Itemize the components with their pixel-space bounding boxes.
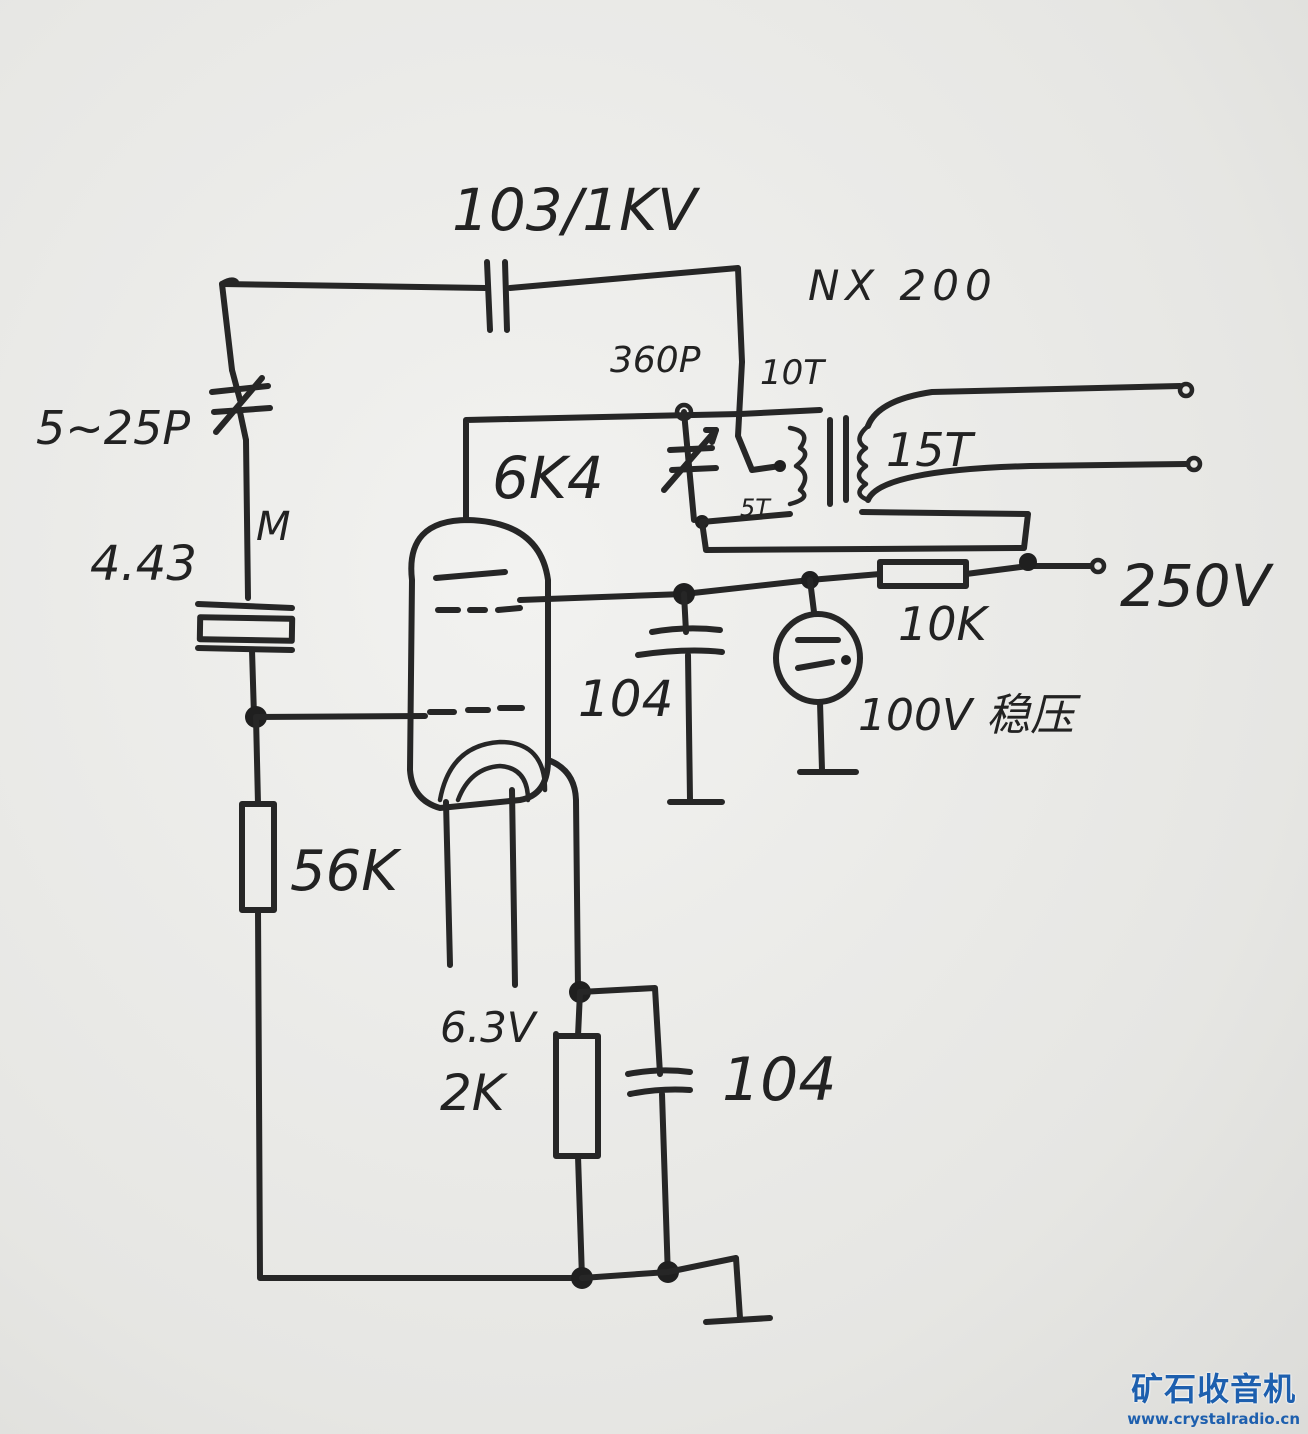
watermark-title: 矿石收音机: [1131, 1370, 1297, 1408]
label-dropping-resistor: 10K: [898, 597, 991, 651]
vacuum-tube-6k4: [407, 517, 551, 811]
tank-return-wire: [699, 509, 1031, 553]
ground-symbol: [703, 1315, 773, 1325]
label-transformer: NX 200: [808, 261, 998, 310]
coupling-capacitor: [484, 259, 510, 333]
screen-supply-wire: [517, 571, 883, 603]
grid-resistor-lead-top: [253, 714, 261, 807]
label-cathode-resistor: 2K: [440, 1064, 509, 1122]
trimmer-capacitor-left: [209, 367, 273, 443]
transformer-primary: [735, 359, 823, 507]
output-terminal-1: [1177, 381, 1195, 399]
site-watermark: 矿石收音机 www.crystalradio.cn: [1127, 1364, 1300, 1428]
label-crystal-unit: M: [256, 504, 291, 550]
cathode-capacitor-104: [625, 1067, 693, 1097]
regulator-ground: [797, 699, 859, 775]
voltage-regulator-tube: [773, 611, 863, 705]
supply-junction-dot: [1019, 553, 1037, 571]
label-crystal-freq: 4.43: [90, 536, 197, 592]
dropping-resistor-10k: [877, 559, 969, 589]
regulator-lead-top: [807, 577, 817, 615]
screen-capacitor-104: [635, 625, 725, 658]
tank-cap-wire: [681, 409, 697, 523]
label-supply-voltage: 250V: [1120, 552, 1275, 620]
screen-cap-ground: [667, 652, 725, 805]
label-grid-resistor: 56K: [290, 839, 402, 904]
label-heater: 6.3V: [440, 1003, 539, 1052]
label-cathode-cap: 104: [722, 1045, 837, 1115]
top-loop-wire: [219, 265, 745, 373]
cathode-resistor-lead-bottom: [575, 1153, 585, 1281]
cathode-cap-lead-top: [577, 985, 663, 1077]
label-coupling-cap: 103/1KV: [452, 176, 701, 244]
tap-wire: [699, 511, 793, 525]
label-trimmer-left: 5~25P: [36, 401, 190, 455]
quartz-crystal: [195, 601, 296, 653]
grid-wire: [253, 713, 428, 720]
ground-return-wire: [255, 907, 585, 1281]
crystal-lead-top: [243, 437, 251, 601]
cathode-resistor-lead: [575, 989, 583, 1039]
cathode-cap-lead-bottom: [659, 1091, 671, 1281]
label-tap-turns: 5T: [740, 494, 772, 522]
heater-lead-left: [443, 799, 453, 968]
label-tube: 6K4: [492, 444, 604, 512]
supply-terminal: [1089, 557, 1107, 575]
transformer-secondary: [856, 383, 1189, 503]
label-screen-cap: 104: [578, 670, 673, 728]
cathode-resistor-2k: [553, 1033, 601, 1159]
cathode-lead: [545, 757, 581, 993]
plate-lead: [463, 411, 743, 523]
label-secondary-turns: 15T: [886, 423, 977, 477]
label-regulator: 100V 稳压: [858, 690, 1081, 741]
heater-lead-right: [509, 787, 518, 988]
variable-capacitor-360p: [661, 427, 719, 493]
crystal-lead-bottom: [249, 647, 257, 719]
label-primary-turns: 10T: [760, 353, 826, 393]
grid-resistor-56k: [239, 801, 277, 913]
watermark-url: www.crystalradio.cn: [1127, 1410, 1300, 1428]
ground-bus: [579, 1255, 743, 1321]
output-terminal-2: [1185, 455, 1203, 473]
transformer-core: [827, 415, 849, 507]
label-tank-cap: 360P: [610, 340, 701, 381]
